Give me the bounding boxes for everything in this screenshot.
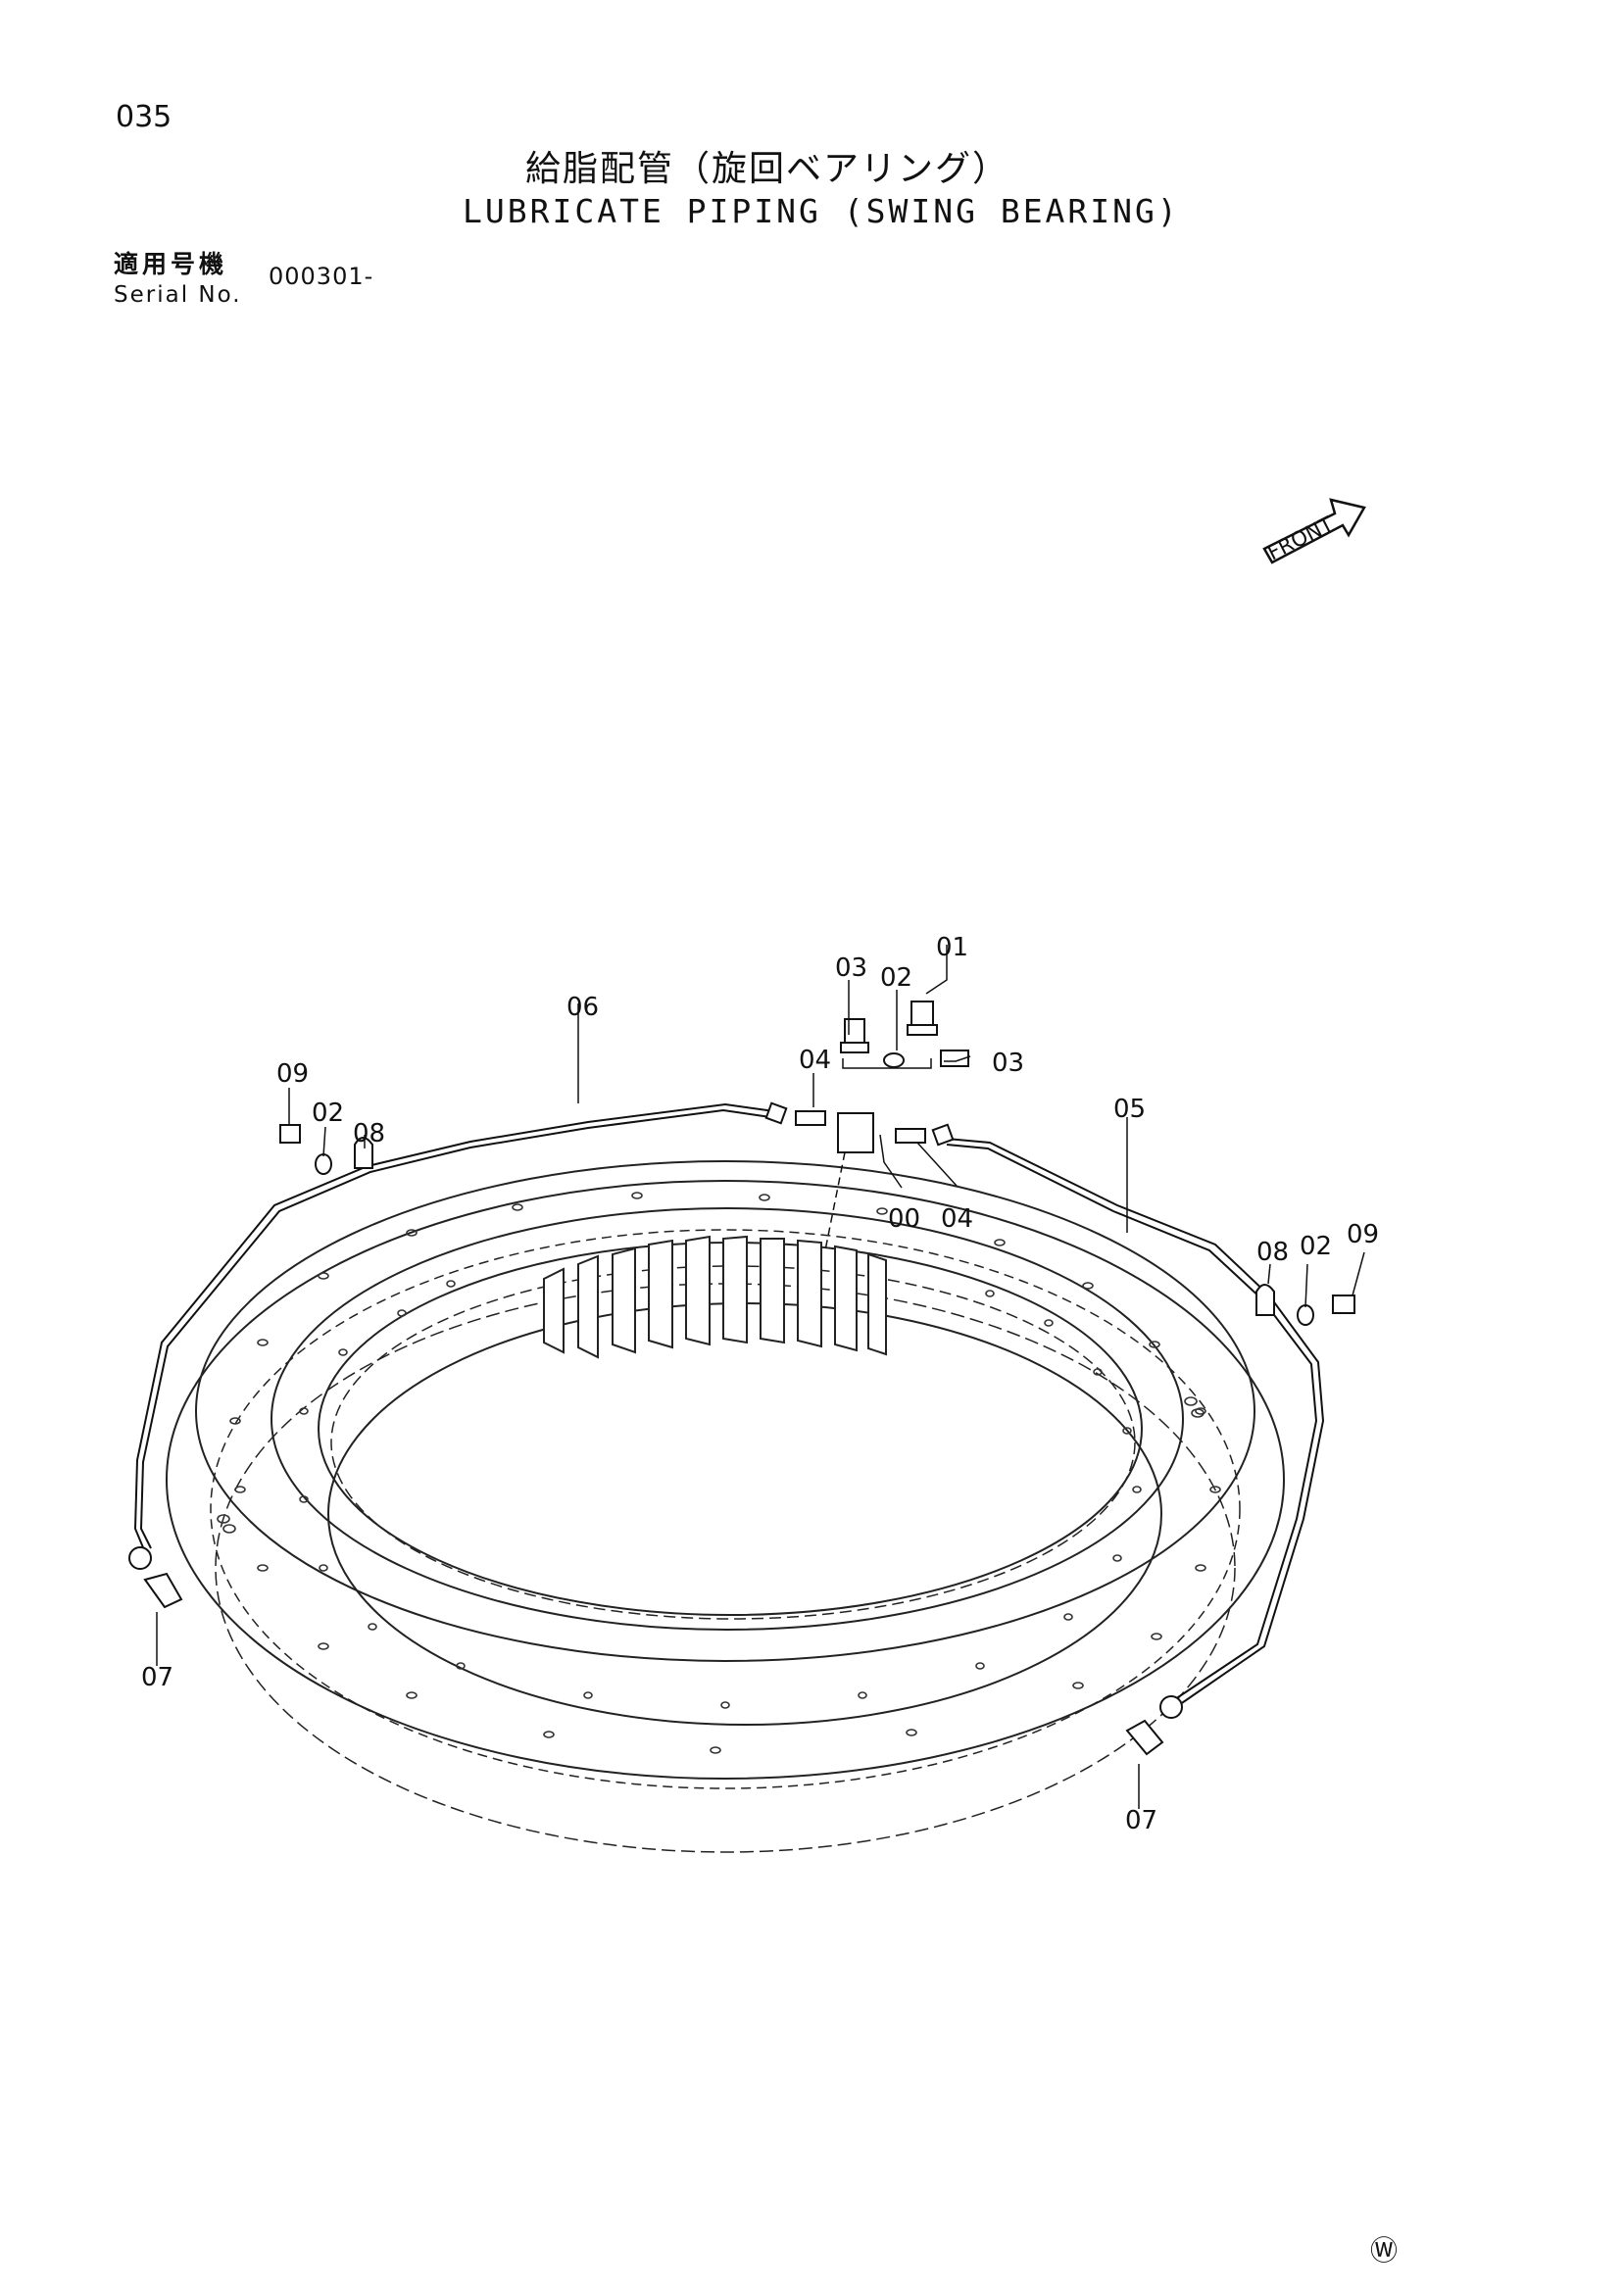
serial-number-value: 000301- xyxy=(269,263,374,290)
callout-05: 05 xyxy=(1113,1095,1146,1124)
pipe-fittings xyxy=(128,1001,1355,1756)
serial-label-japanese: 適用号機 xyxy=(114,250,228,278)
callout-03-top: 03 xyxy=(835,953,867,983)
title-english: LUBRICATE PIPING (SWING BEARING) xyxy=(463,192,1180,230)
callout-06: 06 xyxy=(566,993,599,1022)
callout-02-right: 02 xyxy=(1300,1232,1332,1261)
page-number: 035 xyxy=(116,100,172,134)
bolt-holes xyxy=(217,1192,1221,1754)
callout-00: 00 xyxy=(888,1204,920,1234)
callout-04-top: 04 xyxy=(799,1046,831,1075)
front-arrow-icon: FRONT xyxy=(1262,498,1366,564)
callout-labels: 01 02 03 03 04 00 04 06 05 09 02 08 08 0… xyxy=(141,933,1379,1835)
callout-02-left: 02 xyxy=(312,1099,344,1128)
title-japanese: 給脂配管（旋回ベアリング） xyxy=(525,149,1010,189)
callout-09-right: 09 xyxy=(1347,1220,1379,1249)
callout-07-right: 07 xyxy=(1125,1806,1157,1835)
callout-08-left: 08 xyxy=(353,1119,385,1148)
footer-mark: Ⓦ xyxy=(1370,2234,1399,2267)
callout-03-right: 03 xyxy=(992,1049,1024,1078)
grease-pipes xyxy=(133,1102,1325,1708)
front-label: FRONT xyxy=(1263,512,1337,564)
callout-08-right: 08 xyxy=(1256,1238,1289,1267)
gear-teeth-section xyxy=(543,1235,887,1359)
callout-02-top: 02 xyxy=(880,963,912,993)
callout-04-bottom: 04 xyxy=(941,1204,973,1234)
leader-lines xyxy=(156,945,1365,1809)
callout-07-left: 07 xyxy=(141,1663,173,1692)
callout-09-left: 09 xyxy=(276,1059,309,1089)
serial-label-english: Serial No. xyxy=(114,282,242,308)
callout-01: 01 xyxy=(936,933,968,962)
